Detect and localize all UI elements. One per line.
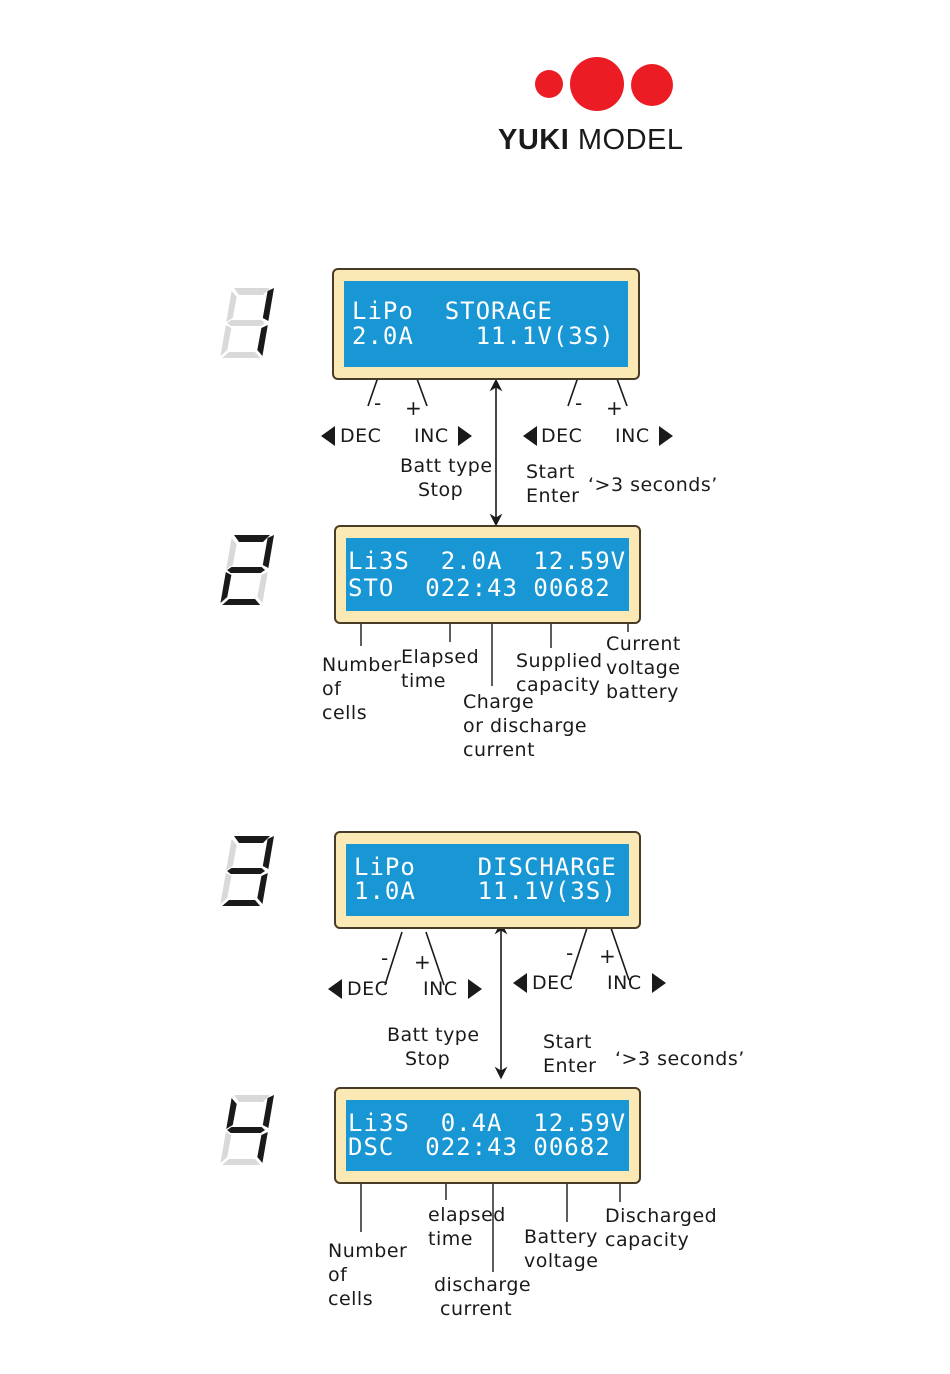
s2-current-top-label: Current (606, 633, 681, 655)
s3-dec-line-left (384, 931, 403, 986)
logo-dot-medium (631, 64, 673, 106)
s1-inc-left-button[interactable]: INC (414, 425, 449, 447)
lcd-3-line-2: 1.0A 11.1V(3S) (354, 877, 617, 905)
s2-capacity-label: capacity (516, 674, 601, 696)
s1-hold-label: ‘>3 seconds’ (588, 474, 718, 496)
s2-elapsed-label: Elapsed (401, 646, 480, 668)
step-digit-2 (220, 535, 274, 605)
s4-battery-label: Battery (524, 1226, 598, 1248)
s3-dec-left-arrow-icon (328, 979, 342, 999)
lcd-2-line-1: Li3S 2.0A 12.59V (348, 547, 627, 575)
s3-inc-right-arrow-icon (652, 973, 666, 993)
s4-discharge-label: discharge (434, 1274, 532, 1296)
s1-minus-right: - (575, 391, 583, 415)
s4-elapsed-label: elapsed (428, 1204, 506, 1226)
logo-dot-large (570, 57, 624, 111)
logo-dot-small (535, 70, 563, 98)
s2-time-label: time (401, 670, 446, 692)
logo-brand-light: MODEL (569, 124, 684, 156)
s1-start-label: Start (526, 461, 575, 483)
s3-inc-right-button[interactable]: INC (607, 972, 642, 994)
lcd-screen-1-display: LiPo STORAGE 2.0A 11.1V(3S) (344, 281, 628, 367)
lcd-3-line-1: LiPo DISCHARGE (354, 853, 617, 881)
s3-dec-line-right (569, 927, 588, 981)
s4-of-label: of (328, 1264, 348, 1286)
lcd-2-line-2: STO 022:43 00682 (348, 574, 611, 602)
s3-dec-right-button[interactable]: DEC (532, 972, 574, 994)
s1-minus-left: - (374, 391, 382, 415)
s3-inc-line-left (425, 931, 445, 986)
lcd-4-line-2: DSC 022:43 00682 (348, 1133, 611, 1161)
lcd-4-line-1: Li3S 0.4A 12.59V (348, 1109, 627, 1137)
lcd-screen-3-display: LiPo DISCHARGE 1.0A 11.1V(3S) (346, 844, 629, 916)
s2-or-discharge-label: or discharge (463, 715, 588, 737)
s4-time-label: time (428, 1228, 473, 1250)
s4-cells-label: cells (328, 1288, 374, 1310)
s3-minus-right: - (566, 941, 574, 965)
s3-hold-label: ‘>3 seconds’ (615, 1048, 745, 1070)
s4-capacity-label: capacity (605, 1229, 690, 1251)
s1-batt-type-label: Batt type (400, 455, 493, 477)
s3-enter-label: Enter (543, 1055, 597, 1077)
lcd-screen-2-display: Li3S 2.0A 12.59V STO 022:43 00682 (346, 538, 629, 611)
s4-current-label: current (440, 1298, 513, 1320)
s2-battery-label: battery (606, 681, 679, 703)
s3-inc-line-right (610, 927, 630, 981)
lcd-screen-4: Li3S 0.4A 12.59V DSC 022:43 00682 (334, 1087, 641, 1184)
s1-plus-left: + (405, 396, 422, 420)
s3-plus-left: + (414, 950, 431, 974)
s2-supplied-label: Supplied (516, 650, 603, 672)
logo-brand-bold: YUKI (498, 124, 570, 156)
s2-number-label: Number (322, 654, 402, 676)
s3-dec-right-arrow-icon (513, 973, 527, 993)
s1-dec-right-arrow-icon (523, 426, 537, 446)
lcd-1-line-1: LiPo STORAGE (352, 297, 553, 325)
s3-stop-label: Stop (405, 1048, 451, 1070)
s2-voltage-label: voltage (606, 657, 681, 679)
s1-inc-right-arrow-icon (659, 426, 673, 446)
s4-voltage-label: voltage (524, 1250, 599, 1272)
step-digit-3 (220, 836, 274, 906)
s2-of-label: of (322, 678, 342, 700)
s3-inc-left-button[interactable]: INC (423, 978, 458, 1000)
step-digit-4 (220, 1095, 274, 1165)
s1-inc-left-arrow-icon (458, 426, 472, 446)
s1-enter-label: Enter (526, 485, 580, 507)
s2-cells-label: cells (322, 702, 368, 724)
s1-dec-right-button[interactable]: DEC (541, 425, 583, 447)
step-digit-1 (220, 288, 274, 358)
s1-stop-label: Stop (418, 479, 464, 501)
s4-number-label: Number (328, 1240, 408, 1262)
s3-batt-type-label: Batt type (387, 1024, 480, 1046)
s3-inc-left-arrow-icon (468, 979, 482, 999)
lcd-1-line-2: 2.0A 11.1V(3S) (352, 322, 615, 350)
s1-dec-left-button[interactable]: DEC (340, 425, 382, 447)
lcd-screen-3: LiPo DISCHARGE 1.0A 11.1V(3S) (334, 831, 641, 929)
lcd-screen-4-display: Li3S 0.4A 12.59V DSC 022:43 00682 (346, 1100, 629, 1171)
logo-wordmark: YUKI MODEL (498, 124, 718, 156)
s3-dec-left-button[interactable]: DEC (347, 978, 389, 1000)
lcd-screen-2: Li3S 2.0A 12.59V STO 022:43 00682 (334, 525, 641, 624)
lcd-screen-1: LiPo STORAGE 2.0A 11.1V(3S) (332, 268, 640, 380)
s2-charge-label: Charge (463, 691, 535, 713)
s1-plus-right: + (606, 396, 623, 420)
s3-minus-left: - (381, 946, 389, 970)
s3-plus-right: + (599, 944, 616, 968)
s1-dec-left-arrow-icon (321, 426, 335, 446)
s2-current-label: current (463, 739, 536, 761)
s1-inc-right-button[interactable]: INC (615, 425, 650, 447)
s4-discharged-label: Discharged (605, 1205, 718, 1227)
s3-start-label: Start (543, 1031, 592, 1053)
